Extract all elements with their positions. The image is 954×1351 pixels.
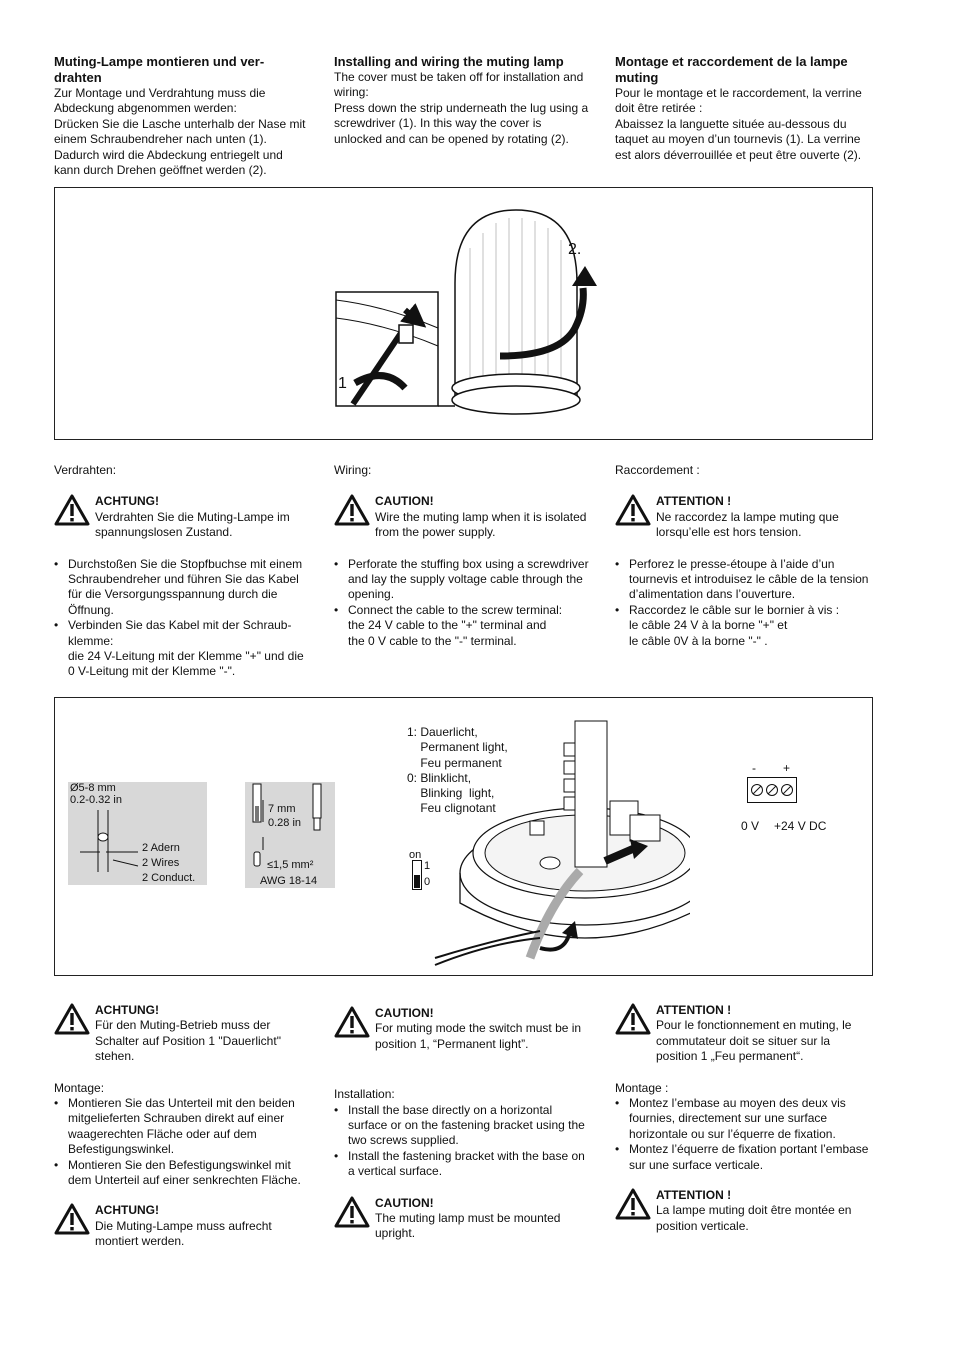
warning-text: Ne raccordez la lampe muting que lorsqu’…: [656, 509, 839, 540]
terminal-block-icon: [747, 777, 797, 803]
warning-title: ATTENTION !: [656, 1003, 732, 1017]
list-item: Durchstoßen Sie die Stopfbuchse mit eine…: [54, 557, 309, 619]
cover-removal-figure: 1 2.: [54, 187, 873, 440]
warning-block: ACHTUNG! Die Muting-Lampe muss aufrecht …: [54, 1203, 309, 1249]
warning-text: Die Muting-Lampe muss aufrecht montiert …: [95, 1218, 272, 1249]
warning-icon: [54, 1003, 90, 1035]
terminal-0v-label: 0 V: [741, 819, 760, 833]
lamp-cover-illustration: [335, 209, 597, 415]
terminal-plus-label: +: [783, 761, 791, 775]
switch-pos-1: 1: [424, 860, 431, 872]
cable-icon: [80, 810, 139, 872]
warning-block: ATTENTION ! La lampe muting doit être mo…: [615, 1188, 870, 1234]
montage-heading: Installation:: [334, 1087, 395, 1102]
list-item: Montez l’embase au moyen des deux vis fo…: [615, 1096, 870, 1142]
section-title: Installing and wiring the muting lamp: [334, 54, 564, 69]
warning-block: CAUTION! For muting mode the switch must…: [334, 1006, 589, 1052]
terminal-minus-label: -: [752, 761, 756, 775]
switch-icon: [412, 860, 422, 890]
list-item: Montez l’équerre de fixation portant l’e…: [615, 1142, 870, 1173]
list-item: Verbinden Sie das Kabel mit der Schraub-…: [54, 618, 309, 680]
warning-text: Verdrahten Sie die Muting-Lampe im spann…: [95, 509, 290, 540]
section-title: Muting-Lampe montieren und ver- drahten: [54, 54, 265, 85]
list-item: Install the base directly on a horizonta…: [334, 1103, 589, 1149]
warning-text: The muting lamp must be mounted upright.: [375, 1211, 561, 1241]
warning-title: ATTENTION !: [656, 494, 732, 509]
awg-label: AWG 18-14: [260, 875, 318, 887]
list-item: Perforez le presse-étoupe à l’aide d’un …: [615, 557, 870, 603]
warning-icon: [334, 494, 370, 526]
warning-title: CAUTION!: [375, 1195, 434, 1210]
switch-pos-0: 0: [424, 876, 431, 888]
warning-text: Für den Muting-Betrieb muss der Schalter…: [95, 1018, 281, 1064]
wire-count-label: 2 Adern 2 Wires 2 Conduct.: [142, 842, 196, 884]
terminal-24v-label: +24 V DC: [774, 819, 827, 833]
step-2-label: 2.: [568, 241, 582, 258]
list-item: Raccordez le câble sur le bornier à vis …: [615, 603, 870, 649]
warning-text: Wire the muting lamp when it is isolated…: [375, 509, 587, 540]
warning-icon: [334, 1196, 370, 1228]
wiring-heading: Wiring:: [334, 463, 372, 477]
warning-block: ACHTUNG! Verdrahten Sie die Muting-Lampe…: [54, 494, 309, 540]
list-item: Montieren Sie das Unterteil mit den beid…: [54, 1096, 309, 1158]
wiring-en: Wiring: CAUTION! Wire the muting lamp wh…: [334, 463, 589, 649]
montage-heading: Montage:: [54, 1080, 105, 1095]
warning-icon: [615, 494, 651, 526]
install-en: Installing and wiring the muting lamp Th…: [334, 54, 589, 147]
warning-title: ACHTUNG!: [95, 1003, 159, 1017]
install-de: Muting-Lampe montieren und ver- drahten …: [54, 54, 309, 178]
warning-icon: [615, 1188, 651, 1220]
warning-block: CAUTION! The muting lamp must be mounted…: [334, 1196, 589, 1242]
section-body: Zur Montage und Verdrahtung muss die Abd…: [54, 86, 306, 178]
warning-title: CAUTION!: [375, 494, 434, 509]
muting-en: CAUTION! For muting mode the switch must…: [334, 1006, 589, 1242]
list-item: Montieren Sie den Befestigungswinkel mit…: [54, 1158, 309, 1189]
section-body: Pour le montage et le raccordement, la v…: [615, 86, 862, 162]
strip-length-label: 7 mm 0.28 in: [268, 803, 302, 829]
warning-text: Pour le fonctionnement en muting, le com…: [656, 1018, 852, 1064]
switch-on-label: on: [409, 849, 422, 861]
warning-icon: [615, 1003, 651, 1035]
step-1-label: 1: [338, 375, 347, 392]
wiring-figure: Ø5-8 mm 0.2-0.32 in 2 Adern 2 Wires 2 Co…: [54, 697, 873, 976]
list-item: Connect the cable to the screw terminal:…: [334, 603, 589, 649]
warning-icon: [54, 494, 90, 526]
install-fr: Montage et raccordement de la lampe muti…: [615, 54, 870, 163]
warning-title: ATTENTION !: [656, 1188, 732, 1203]
warning-title: ACHTUNG!: [95, 494, 159, 509]
warning-block: CAUTION! Wire the muting lamp when it is…: [334, 494, 589, 540]
muting-de: ACHTUNG! Für den Muting-Betrieb muss der…: [54, 1003, 309, 1250]
warning-text: For muting mode the switch must be in po…: [375, 1021, 582, 1051]
list-item: Install the fastening bracket with the b…: [334, 1149, 589, 1180]
cable-diameter-label: Ø5-8 mm 0.2-0.32 in: [70, 782, 122, 806]
lamp-base-illustration: [434, 720, 690, 966]
strip-spec-panel: 7 mm 0.28 in ≤1,5 mm² AWG 18-14: [245, 782, 335, 888]
warning-block: ATTENTION ! Pour le fonctionnement en mu…: [615, 1003, 870, 1065]
list-item: Perforate the stuffing box using a screw…: [334, 557, 589, 603]
warning-title: CAUTION!: [375, 1006, 434, 1020]
warning-icon: [334, 1006, 370, 1038]
wiring-de: Verdrahten: ACHTUNG! Verdrahten Sie die …: [54, 463, 309, 680]
warning-title: ACHTUNG!: [95, 1203, 159, 1218]
warning-icon: [54, 1203, 90, 1235]
section-body: The cover must be taken off for installa…: [334, 70, 589, 146]
wire-strip-icon: [252, 783, 322, 867]
switch-legend: 1: Dauerlicht, Permanent light, Feu perm…: [407, 725, 508, 816]
warning-block: ACHTUNG! Für den Muting-Betrieb muss der…: [54, 1003, 309, 1065]
cross-section-label: ≤1,5 mm²: [267, 859, 314, 871]
section-title: Montage et raccordement de la lampe muti…: [615, 54, 848, 85]
warning-text: La lampe muting doit être montée en posi…: [656, 1203, 852, 1233]
warning-block: ATTENTION ! Ne raccordez la lampe muting…: [615, 494, 870, 540]
wiring-fr: Raccordement : ATTENTION ! Ne raccordez …: [615, 463, 870, 649]
cable-spec-panel: Ø5-8 mm 0.2-0.32 in 2 Adern 2 Wires 2 Co…: [68, 782, 207, 885]
muting-fr: ATTENTION ! Pour le fonctionnement en mu…: [615, 1003, 870, 1234]
wiring-heading: Raccordement :: [615, 463, 700, 477]
wiring-heading: Verdrahten:: [54, 463, 117, 477]
montage-heading: Montage :: [615, 1080, 669, 1095]
